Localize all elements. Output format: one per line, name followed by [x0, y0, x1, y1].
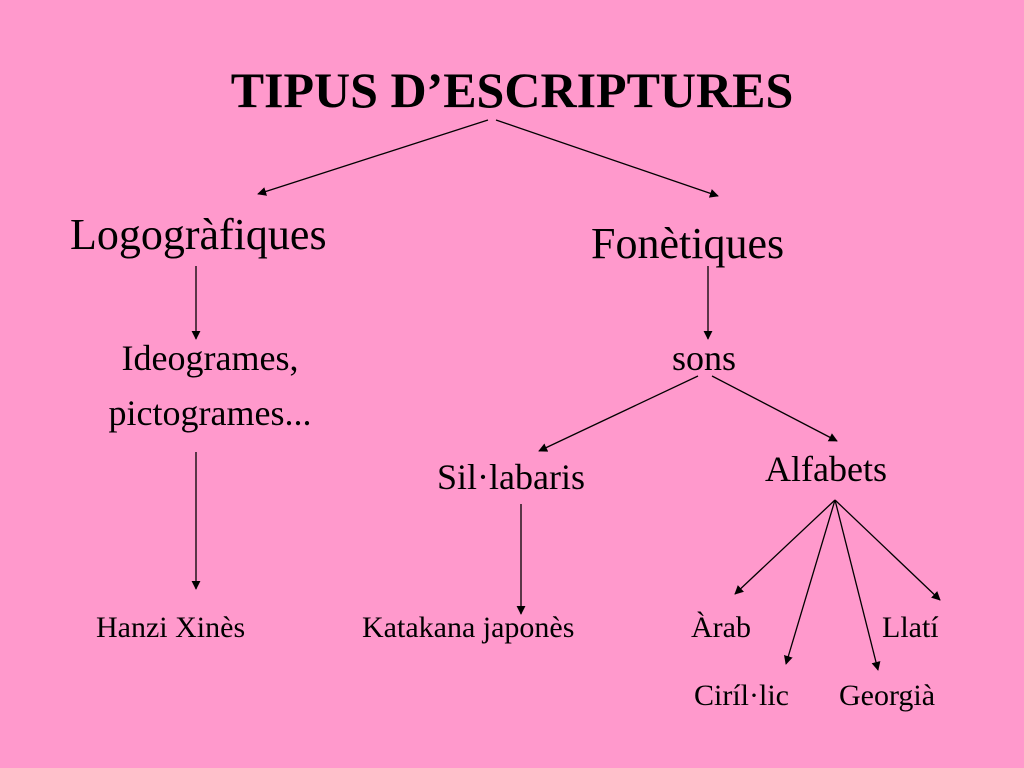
- node-llati: Llatí: [882, 611, 939, 644]
- node-fonetiques: Fonètiques: [591, 219, 785, 268]
- node-logografiques: Logogràfiques: [70, 210, 327, 259]
- page-title: TIPUS D’ESCRIPTURES: [230, 62, 794, 118]
- arrow-alfabets-georgia: [834, 499, 881, 671]
- node-hanzi: Hanzi Xinès: [96, 611, 246, 644]
- node-alfabets: Alfabets: [765, 449, 887, 489]
- node-ideogrames-line1: Ideogrames,: [121, 338, 299, 378]
- node-ideogrames-line2: pictogrames...: [108, 393, 312, 433]
- arrow-alfabets-llati: [834, 499, 941, 601]
- arrow-sons-alfabets: [711, 375, 838, 442]
- arrow-title-logografiques: [257, 119, 489, 196]
- node-georgia: Georgià: [839, 679, 936, 712]
- node-sillabaris: Sil·labaris: [437, 457, 585, 497]
- node-cirillic: Ciríl·lic: [694, 679, 789, 712]
- arrow-alfabets-cirillic: [784, 499, 836, 665]
- node-arab: Àrab: [691, 611, 751, 644]
- arrow-title-fonetiques: [495, 119, 719, 198]
- arrow-sons-sillabaris: [538, 375, 699, 452]
- node-sons: sons: [672, 338, 737, 378]
- node-katakana: Katakana japonès: [362, 611, 575, 644]
- arrow-alfabets-arab: [734, 499, 836, 595]
